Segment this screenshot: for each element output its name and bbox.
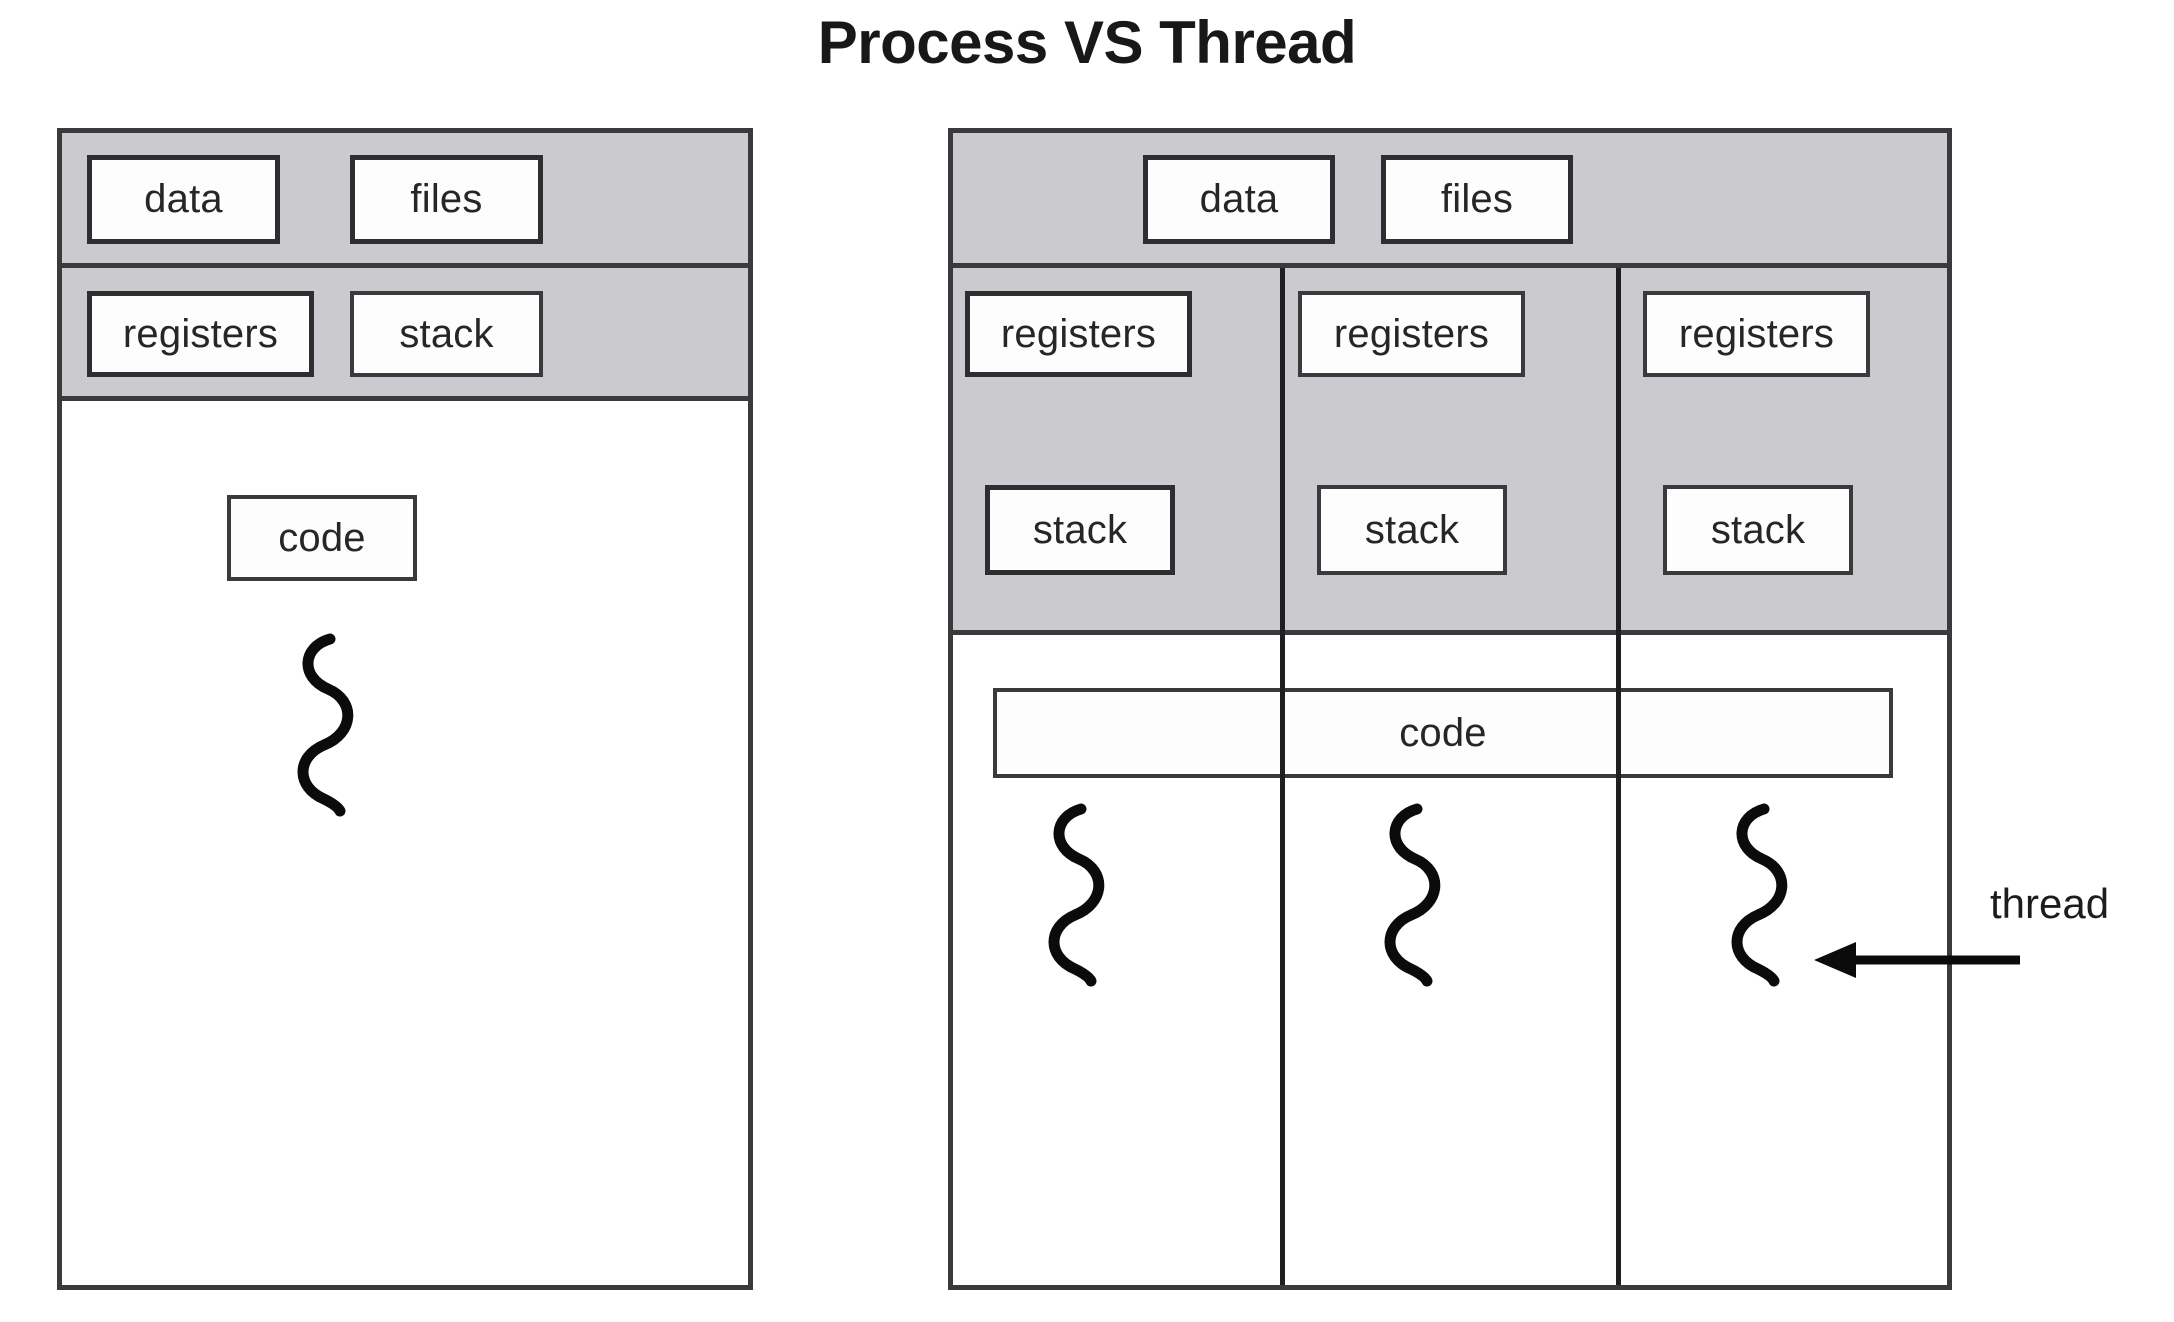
thread-stack-label-2: stack	[1364, 507, 1460, 552]
thread-stack-label-1: stack	[1032, 507, 1128, 552]
thread-stack-cell-3: stack	[1663, 485, 1853, 575]
thread-squiggle-1	[1048, 803, 1105, 987]
thread-data-cell: data	[1143, 155, 1335, 244]
thread-registers-label-3: registers	[1678, 311, 1835, 356]
process-diagram: data files registers stack code	[57, 128, 753, 1290]
process-code-cell: code	[227, 495, 417, 581]
process-stack-cell: stack	[350, 291, 543, 377]
arrow-left-icon	[1814, 942, 2020, 978]
thread-registers-label-2: registers	[1333, 311, 1490, 356]
process-files-label: files	[410, 177, 483, 221]
process-thread-squiggle	[297, 633, 354, 817]
thread-code-cell: code	[993, 688, 1893, 778]
thread-data-label: data	[1199, 177, 1279, 221]
process-band-divider-2	[62, 396, 748, 401]
thread-code-label: code	[1399, 710, 1487, 755]
page-title: Process VS Thread	[817, 9, 1357, 76]
thread-diagram: data files registers stack registers sta…	[948, 128, 1952, 1290]
process-band-divider-1	[62, 263, 748, 268]
thread-band-divider-1	[953, 263, 1947, 268]
thread-stack-cell-1: stack	[985, 485, 1175, 575]
process-stack-label: stack	[399, 311, 494, 356]
thread-column-separator-2	[1616, 268, 1621, 1285]
process-data-cell: data	[87, 155, 280, 244]
thread-stack-cell-2: stack	[1317, 485, 1507, 575]
thread-files-label: files	[1440, 177, 1514, 221]
thread-band-divider-2	[953, 630, 1947, 635]
thread-annotation-label: thread	[1990, 880, 2110, 927]
thread-files-cell: files	[1381, 155, 1573, 244]
thread-squiggle-3	[1731, 803, 1788, 987]
process-data-label: data	[144, 177, 223, 221]
thread-registers-cell-2: registers	[1298, 291, 1525, 377]
thread-registers-cell-1: registers	[965, 291, 1192, 377]
thread-stack-label-3: stack	[1710, 507, 1806, 552]
thread-registers-label-1: registers	[1000, 311, 1157, 356]
thread-squiggle-2	[1384, 803, 1441, 987]
process-registers-cell: registers	[87, 291, 314, 377]
process-code-label: code	[278, 515, 366, 560]
thread-registers-cell-3: registers	[1643, 291, 1870, 377]
process-registers-label: registers	[122, 311, 279, 356]
thread-column-separator-1	[1280, 268, 1285, 1285]
process-files-cell: files	[350, 155, 543, 244]
